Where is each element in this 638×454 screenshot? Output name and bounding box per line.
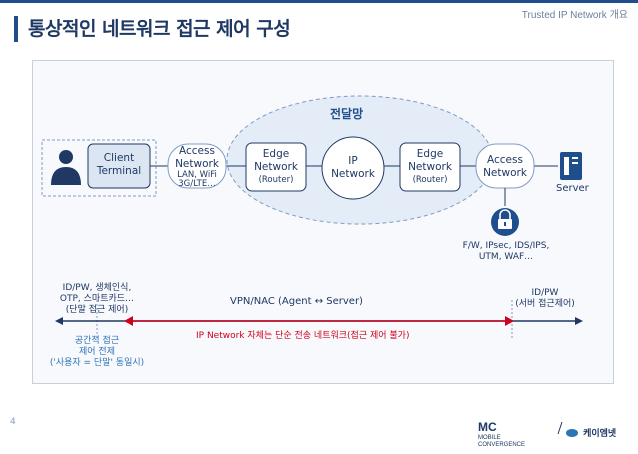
top-rule [0, 0, 638, 3]
edge-right-line1: Edge [416, 148, 444, 160]
access-network-left-box [167, 143, 227, 189]
ip-line1: IP [348, 155, 358, 167]
client-auth-label: ID/PW, 생체인식, OTP, 스마트카드… (단말 접근 제어) [40, 283, 154, 316]
server-auth-line2: (서버 접근제어) [515, 299, 575, 309]
server-auth-label: ID/PW (서버 접근제어) [500, 288, 590, 310]
access-left-line2: Network [175, 158, 219, 170]
header-label: Trusted IP Network 개요 [521, 10, 628, 21]
page-title: 통상적인 네트워크 접근 제어 구성 [28, 18, 291, 40]
client-terminal-label: Client Terminal [88, 152, 150, 178]
transit-network-label: 전달망 [330, 107, 364, 121]
logo-convergence: CONVERGENCE [478, 442, 526, 448]
access-right-line1: Access [487, 154, 523, 166]
access-left-sub1: LAN, WiFi [177, 170, 217, 180]
lock-icon [491, 208, 519, 236]
edge-right-line2: Network [408, 161, 452, 173]
security-line2: UTM, WAF… [478, 252, 534, 262]
kmnet-logo: 케이엠넷 [566, 422, 616, 441]
ip-network-limitation-label: IP Network 자체는 단순 전송 네트워크(접근 제어 불가) [196, 331, 410, 341]
logo-mc-words: MOBILE CONVERGENCE [478, 435, 525, 449]
edge-right-sub: (Router) [412, 175, 448, 185]
edge-network-left-label: Edge Network (Router) [246, 148, 306, 187]
client-auth-line1: ID/PW, 생체인식, [62, 283, 132, 293]
ip-line2: Network [331, 168, 375, 180]
title-accent-bar [14, 16, 18, 42]
spatial-line1: 공간적 접근 [74, 336, 120, 346]
edge-left-line2: Network [254, 161, 298, 173]
spatial-line2: 제어 전제 [79, 347, 115, 357]
access-network-left-label: Access Network LAN, WiFi 3G/LTE… [162, 145, 232, 189]
logo-mc: MC [478, 420, 497, 434]
client-line2: Terminal [96, 165, 142, 177]
ip-network-label: IP Network [322, 155, 384, 181]
diagram-shapes [41, 95, 583, 435]
user-icon [51, 150, 81, 185]
spatial-line3: ('사용자 = 단말' 동일시) [49, 358, 145, 368]
access-right-line2: Network [483, 167, 527, 179]
server-icon [560, 152, 582, 180]
client-group-box [41, 139, 157, 197]
client-line1: Client [103, 152, 135, 164]
edge-left-sub: (Router) [258, 175, 294, 185]
client-auth-line3: (단말 접근 제어) [65, 305, 129, 315]
kmnet-logo-text: 케이엠넷 [583, 429, 617, 439]
page-number: 4 [10, 417, 16, 427]
access-left-sub2: 3G/LTE… [178, 179, 216, 189]
server-label: Server [556, 183, 589, 194]
ip-network-circle [321, 136, 385, 200]
kmnet-logo-mark [566, 428, 578, 437]
vpn-nac-label: VPN/NAC (Agent ↔ Server) [230, 296, 363, 307]
edge-network-right-label: Edge Network (Router) [400, 148, 460, 187]
client-auth-line2: OTP, 스마트카드… [59, 294, 135, 304]
mobile-convergence-logo: MC MOBILE CONVERGENCE [478, 416, 538, 454]
edge-left-line1: Edge [262, 148, 290, 160]
access-left-sub: LAN, WiFi 3G/LTE… [162, 171, 232, 189]
spatial-access-note: 공간적 접근 제어 전제 ('사용자 = 단말' 동일시) [40, 336, 154, 369]
edge-network-left-box [245, 142, 307, 192]
security-devices-label: F/W, IPsec, IDS/IPS, UTM, WAF… [456, 241, 556, 263]
edge-network-right-box [399, 142, 461, 192]
logo-mobile: MOBILE [478, 435, 501, 441]
security-line1: F/W, IPsec, IDS/IPS, [462, 241, 550, 251]
server-auth-line1: ID/PW [531, 288, 559, 298]
access-left-line1: Access [179, 145, 215, 157]
access-network-right-label: Access Network [476, 154, 534, 180]
